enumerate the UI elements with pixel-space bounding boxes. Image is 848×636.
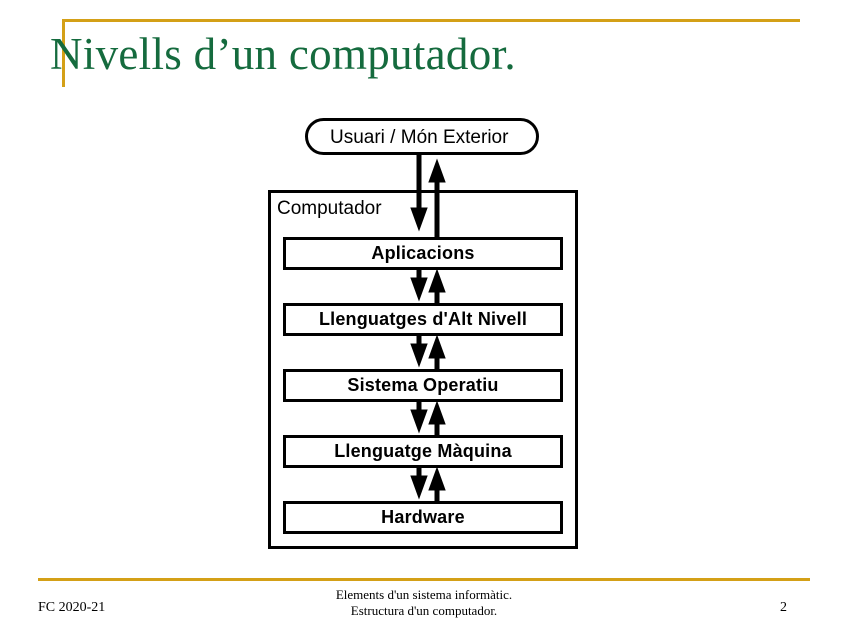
layer-box-aplicacions: Aplicacions (283, 237, 563, 270)
layer-label-llenguatge-maquina: Llenguatge Màquina (334, 441, 512, 461)
computer-container-label: Computador (277, 198, 382, 219)
node-usuari-mon-exterior-label: Usuari / Món Exterior (330, 127, 509, 148)
footer-center-line-1: Elements d'un sistema informàtic. (335, 587, 513, 602)
footer-page-number: 2 (780, 600, 787, 615)
layer-label-llenguatges-alt-nivell: Llenguatges d'Alt Nivell (318, 309, 528, 329)
layer-label-aplicacions: Aplicacions (371, 243, 475, 263)
footer-left-text: FC 2020-21 (38, 600, 106, 615)
layer-label-sistema-operatiu: Sistema Operatiu (347, 375, 499, 395)
levels-diagram: Computador (268, 118, 578, 549)
title-rule-left (62, 19, 65, 87)
page-title: Nivells d’un computador. (50, 29, 516, 79)
layer-box-hardware: Hardware (283, 501, 563, 534)
node-usuari-mon-exterior: Usuari / Món Exterior (305, 118, 539, 155)
layer-box-llenguatges-alt-nivell: Llenguatges d'Alt Nivell (283, 303, 563, 336)
footer-center-line-2: Estructura d'un computador. (350, 603, 498, 618)
footer-rule (38, 578, 810, 581)
footer-center: Elements d'un sistema informàtic. Estruc… (304, 587, 544, 619)
layer-box-llenguatge-maquina: Llenguatge Màquina (283, 435, 563, 468)
layer-box-sistema-operatiu: Sistema Operatiu (283, 369, 563, 402)
title-rule-top (62, 19, 800, 22)
layer-label-hardware: Hardware (381, 507, 465, 527)
